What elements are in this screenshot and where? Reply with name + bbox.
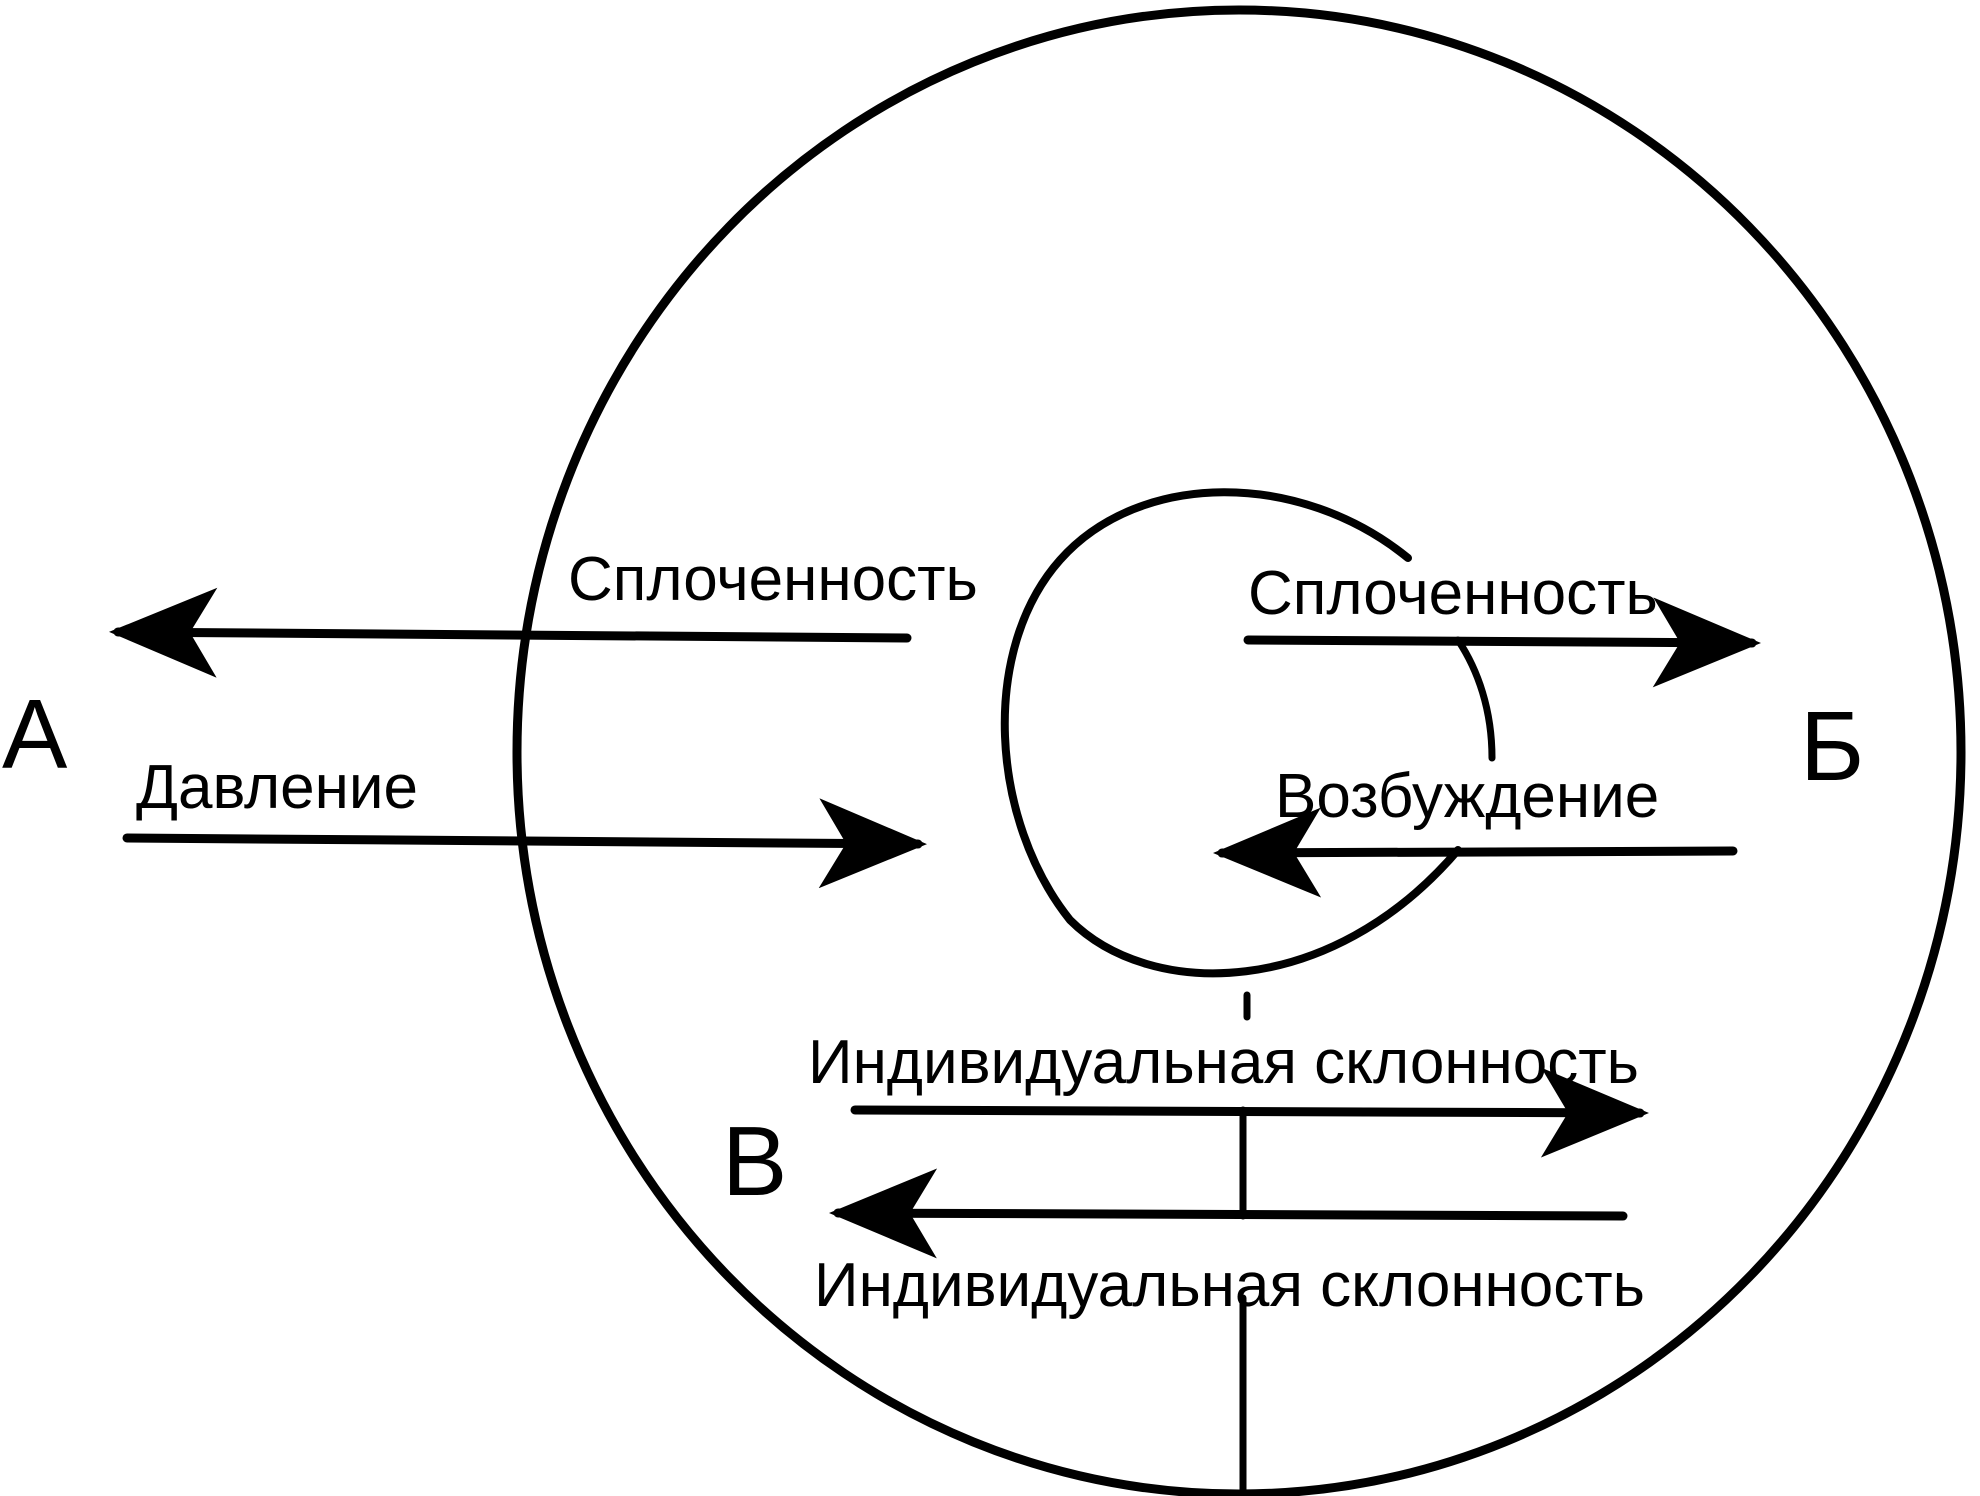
arrow-v-inclination-top (850, 1067, 1649, 1158)
outer-field-circle (512, 5, 1966, 1496)
arrow-v-inclination-bottom (829, 1168, 1628, 1259)
letter-a: А (2, 679, 68, 789)
letter-v: В (722, 1106, 787, 1216)
label-v-inclination-top: Индивидуальная склонность (808, 1028, 1639, 1097)
label-v-inclination-bottom: Индивидуальная склонность (814, 1251, 1645, 1320)
arrow-b-excitement (1213, 807, 1738, 898)
label-b-cohesion: Сплоченность (1248, 559, 1658, 628)
inner-spiral-arc (1000, 488, 1462, 978)
letter-b: Б (1800, 691, 1864, 801)
spiral-tick (1454, 636, 1496, 762)
arrow-b-cohesion (1243, 597, 1761, 688)
label-b-excitement: Возбуждение (1275, 762, 1659, 831)
arrow-a-pressure (122, 798, 927, 889)
arrow-a-cohesion (109, 587, 912, 678)
label-a-cohesion: Сплоченность (568, 545, 978, 614)
label-a-pressure: Давление (136, 753, 418, 822)
